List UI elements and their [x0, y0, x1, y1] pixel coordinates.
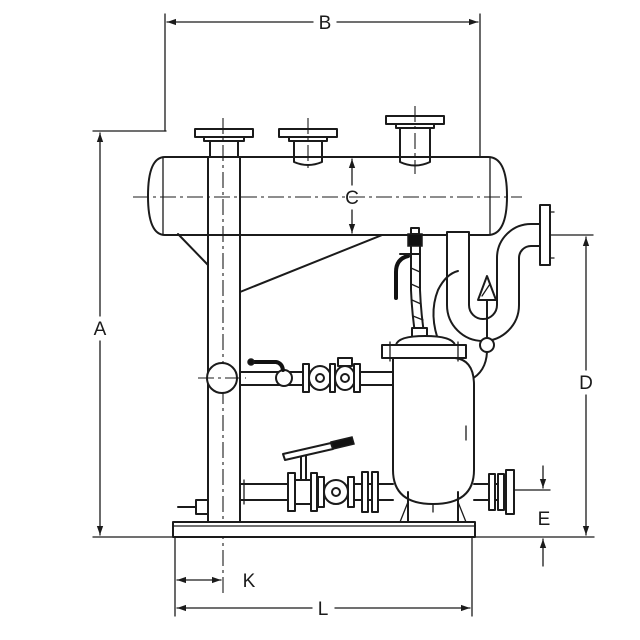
- vent-pipe-coil-2: [410, 283, 421, 289]
- nozzle-1-flange: [194, 128, 254, 138]
- tank-to-u-pipe-bend: [432, 270, 459, 346]
- lower-ball-valve-grip: [330, 436, 355, 450]
- left-column: [177, 118, 383, 596]
- lower-strainer-spool: [367, 483, 373, 501]
- header-vessel: [133, 156, 522, 236]
- pump-tank: [381, 335, 475, 523]
- middle-ball-valve: [247, 358, 293, 387]
- dimension-k: K: [176, 571, 256, 592]
- check-valve-body-2: [334, 365, 356, 391]
- vent-valve-cap: [410, 227, 420, 235]
- vent-pipe-coil-1: [410, 267, 421, 273]
- dimension-l-label: L: [318, 599, 329, 620]
- lower-ball-valve-body: [294, 479, 312, 505]
- dimension-b-label: B: [319, 13, 332, 34]
- base-plate: [172, 521, 476, 538]
- dimension-a-label: A: [94, 319, 107, 340]
- left-gusset: [177, 233, 209, 266]
- nozzle-1-hub: [203, 136, 245, 142]
- right-lower-flange-1: [488, 473, 496, 511]
- tank-leg-brace-right: [457, 501, 467, 523]
- vent-valve-body: [407, 233, 423, 247]
- dimension-e-label: E: [538, 509, 551, 530]
- tank-cover-dome: [395, 335, 456, 346]
- trap-check-valve: [479, 337, 495, 353]
- dimension-c-label: C: [345, 188, 359, 209]
- vent-pipe-coil-4: [412, 315, 424, 321]
- lower-ball-valve: [282, 436, 355, 512]
- nozzle-1: [194, 128, 254, 158]
- tank-cover-flange: [381, 344, 467, 359]
- sight-glass-hatch: [481, 283, 491, 297]
- middle-check-valve: [302, 357, 361, 393]
- nozzle-3: [385, 106, 445, 174]
- right-lower-flange-2: [497, 473, 505, 511]
- middle-ball-valve-body: [275, 369, 293, 387]
- lower-ball-valve-flange-1: [287, 472, 296, 512]
- right-lower-pipe: [473, 469, 515, 515]
- vent-valve-handle: [394, 254, 410, 300]
- middle-pipe-line: [239, 371, 394, 386]
- lower-check-valve-body: [323, 479, 349, 505]
- dimension-d-label: D: [579, 373, 593, 394]
- vent-valve-assembly: [394, 227, 428, 341]
- dimension-b: B: [164, 13, 481, 161]
- lower-ball-valve-lever: [282, 442, 334, 461]
- dimension-c: C: [345, 158, 359, 234]
- outlet-u-pipe-outer: [446, 223, 541, 342]
- vent-pipe-coil-3: [411, 299, 422, 305]
- check-valve-bonnet: [337, 357, 353, 367]
- middle-ball-valve-lever: [250, 360, 285, 372]
- base-frame: [92, 521, 595, 538]
- check-valve-bolt-1: [315, 373, 325, 383]
- outlet-u-pipe: [432, 204, 555, 381]
- outlet-flange: [539, 204, 551, 266]
- right-lower-end-flange: [505, 469, 515, 515]
- header-shell: [147, 156, 508, 236]
- dimension-a: A: [92, 130, 167, 536]
- dimension-e: E: [513, 465, 551, 567]
- dimension-l: L: [174, 536, 473, 620]
- check-valve-bolt-2: [340, 373, 350, 383]
- lower-ball-valve-flange-2: [310, 472, 318, 512]
- drain-valve: [195, 499, 209, 515]
- check-valve-body-1: [308, 365, 332, 391]
- lower-check-valve: [317, 471, 379, 513]
- vent-pipe-right: [419, 245, 426, 341]
- tank-leg-brace-left: [399, 501, 409, 523]
- vent-pipe-left: [410, 245, 417, 341]
- dimension-k-label: K: [243, 571, 256, 592]
- dimension-d: D: [549, 234, 594, 536]
- check-valve-flange-3: [353, 363, 361, 393]
- drain-fitting: [177, 499, 209, 515]
- lower-strainer-body: [353, 483, 363, 501]
- diagonal-brace: [239, 234, 383, 293]
- nozzle-2: [278, 118, 338, 172]
- lower-check-valve-bolt: [331, 487, 341, 497]
- tank-body: [392, 357, 475, 505]
- middle-ball-valve-knob: [247, 358, 255, 366]
- lower-pipe-line: [239, 479, 394, 505]
